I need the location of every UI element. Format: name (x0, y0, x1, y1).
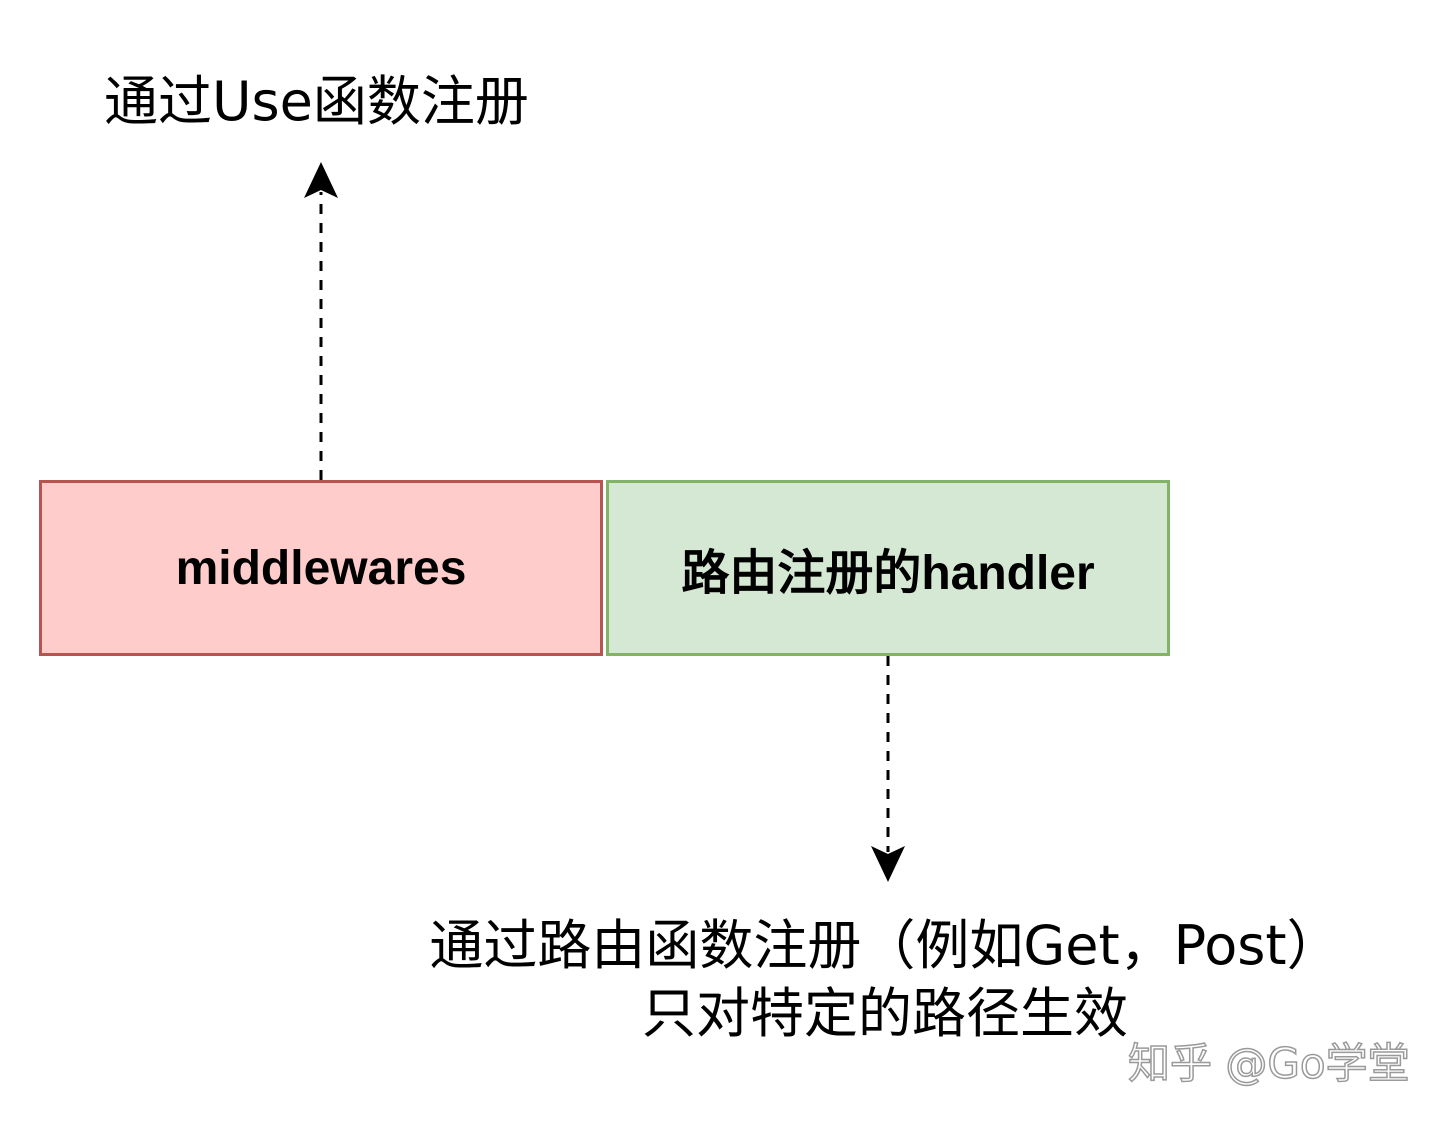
route-registration-line-1: 通过路由函数注册（例如Get，Post） (429, 914, 1341, 977)
route-registration-line-2: 只对特定的路径生效 (642, 982, 1128, 1045)
use-registration-label: 通过Use函数注册 (104, 70, 529, 133)
route-registration-label: 通过路由函数注册（例如Get，Post） 只对特定的路径生效 (380, 912, 1390, 1048)
up-arrowhead-icon (304, 162, 338, 198)
zhihu-watermark: 知乎 @Go学堂 (1127, 1038, 1410, 1089)
down-arrowhead-icon (871, 846, 905, 882)
middlewares-label: middlewares (175, 541, 467, 595)
route-handler-label: 路由注册的handler (681, 547, 1095, 600)
route-handler-box: 路由注册的handler (606, 480, 1170, 656)
middlewares-box: middlewares (39, 480, 603, 656)
